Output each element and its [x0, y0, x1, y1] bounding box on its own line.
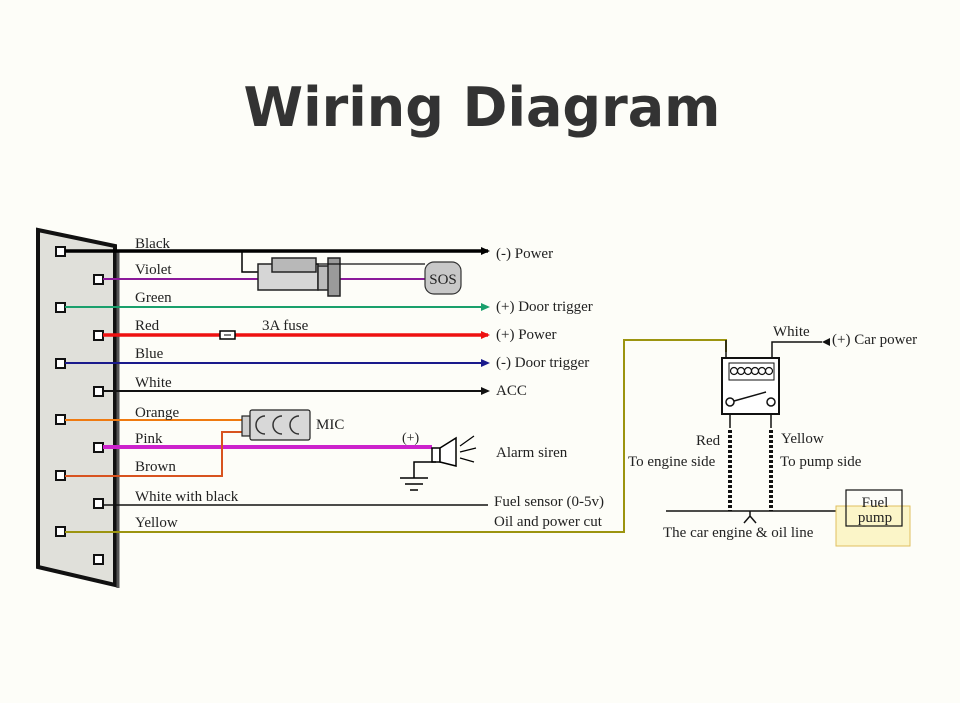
dest-label-door-trigger-negative: (-) Door trigger — [496, 355, 589, 371]
mic-label: MIC — [316, 417, 344, 433]
relay-car-power-label: (+) Car power — [832, 332, 917, 348]
oil-line — [666, 510, 846, 524]
pin — [93, 386, 104, 397]
wire-label-red: Red — [135, 318, 160, 334]
pin — [93, 498, 104, 509]
pin — [93, 330, 104, 341]
pin — [55, 414, 66, 425]
arrow-blue — [481, 359, 490, 367]
pin — [55, 246, 66, 257]
pin — [55, 526, 66, 537]
wire-black-sos-branch — [241, 251, 262, 273]
fuel-pump-label-pump: pump — [858, 510, 892, 526]
wire-label-white-with-black: White with black — [135, 489, 239, 505]
relay-pump-side-label: To pump side — [780, 454, 862, 470]
dest-label-oil-power-cut: Oil and power cut — [494, 514, 603, 530]
dest-label-power-negative: (-) Power — [496, 246, 553, 262]
wire-brown — [65, 431, 246, 477]
dest-label-alarm-siren: Alarm siren — [496, 445, 568, 461]
dest-label-door-trigger-positive: (+) Door trigger — [496, 299, 593, 315]
connector-housing — [36, 227, 117, 588]
siren-polarity-label: (+) — [402, 431, 420, 446]
pin — [93, 554, 104, 565]
arrow-green — [481, 303, 490, 311]
fuse-icon — [219, 330, 236, 340]
microphone-icon — [241, 409, 311, 441]
relay-leads — [728, 430, 773, 511]
fuel-pump-icon — [835, 489, 911, 547]
wire-label-violet: Violet — [135, 262, 172, 278]
engine-oil-line-label: The car engine & oil line — [663, 525, 814, 541]
wire-label-pink: Pink — [135, 431, 163, 447]
relay-red-label: Red — [696, 433, 721, 449]
pin — [55, 358, 66, 369]
dest-label-acc: ACC — [496, 383, 527, 399]
pin — [93, 274, 104, 285]
fuse-label: 3A fuse — [262, 318, 309, 334]
wire-label-brown: Brown — [135, 459, 176, 475]
ground-icon — [400, 477, 428, 491]
arrow-white — [481, 387, 490, 395]
relay-yellow-label: Yellow — [781, 431, 824, 447]
pin — [93, 442, 104, 453]
siren-icon — [413, 435, 477, 478]
pin — [55, 470, 66, 481]
dest-label-power-positive: (+) Power — [496, 327, 557, 343]
pin — [55, 302, 66, 313]
wire-label-blue: Blue — [135, 346, 164, 362]
fuel-pump-label-fuel: Fuel — [862, 495, 889, 511]
relay-engine-side-label: To engine side — [628, 454, 716, 470]
wire-label-orange: Orange — [135, 405, 179, 421]
relay-white-label: White — [773, 324, 810, 340]
dest-label-fuel-sensor: Fuel sensor (0-5v) — [494, 494, 604, 510]
arrow-red — [481, 331, 490, 339]
wire-label-green: Green — [135, 290, 172, 306]
wire-label-yellow: Yellow — [135, 515, 178, 531]
page-title: Wiring Diagram — [244, 76, 721, 139]
wire-label-black: Black — [135, 236, 170, 252]
sos-label: SOS — [429, 272, 457, 288]
sos-button-icon — [257, 257, 462, 297]
arrow-black — [481, 247, 490, 255]
relay-icon — [721, 338, 830, 428]
wire-label-white: White — [135, 375, 172, 391]
